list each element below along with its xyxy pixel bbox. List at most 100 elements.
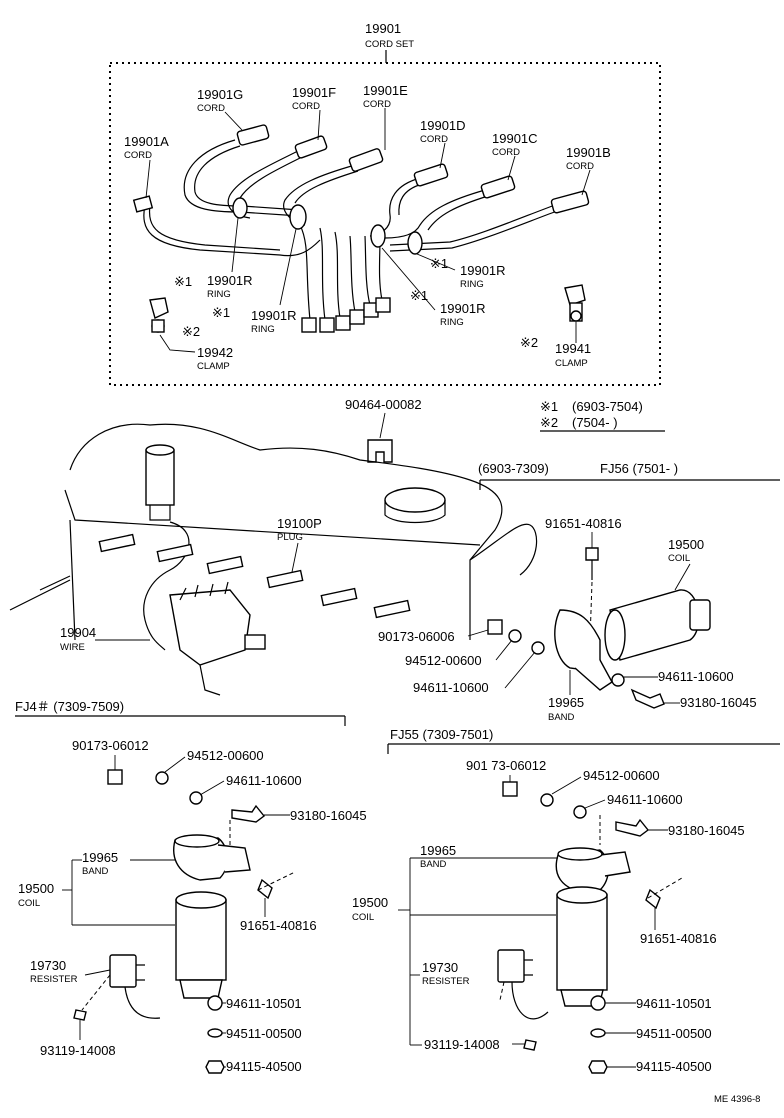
ring1-name: RING — [207, 289, 231, 300]
spark-plugs — [98, 533, 411, 619]
wire-name: WIRE — [60, 642, 85, 653]
fj55-washer: 94512-00600 — [583, 768, 660, 783]
fj55-washer2: 94611-10600 — [607, 792, 683, 807]
ring1-pn: 19901R — [207, 273, 253, 288]
plug-name: PLUG — [277, 532, 303, 543]
fj55-w-00500: 94511-00500 — [636, 1026, 712, 1041]
cord-a-name: CORD — [124, 150, 152, 161]
engine-section: 90464-00082 — [9, 397, 538, 696]
fj4-washer: 94512-00600 — [187, 748, 264, 763]
clamp-19942-drawing — [149, 297, 196, 353]
engine-block-drawing — [9, 423, 538, 696]
fj4-resister-pn: 19730 — [30, 958, 66, 973]
wire-pn: 19904 — [60, 625, 96, 640]
fj4-w-10501: 94611-10501 — [226, 996, 302, 1011]
fj56-washer2: 94611-10600 — [413, 680, 489, 695]
fj4-n-40500: 94115-40500 — [226, 1059, 302, 1074]
fj4-resister-name: RESISTER — [30, 974, 78, 985]
fj56-section: (6903-7309) FJ56 (7501- ) 91651-40816 19… — [378, 461, 780, 723]
cord-f-pn: 19901F — [292, 85, 336, 100]
legend-note2: (7504- ) — [572, 415, 618, 430]
fj55-screw: 93119-14008 — [424, 1037, 500, 1052]
fj56-coil-name: COIL — [668, 553, 690, 564]
ring2-mark: ※1 — [212, 305, 230, 320]
ring1-mark: ※1 — [174, 274, 192, 289]
ring3-name: RING — [460, 279, 484, 290]
fj56-band-pn: 19965 — [548, 695, 584, 710]
fj4-coil-drawing — [175, 891, 227, 999]
cord-b-pn: 19901B — [566, 145, 611, 160]
fj4-bolt2: 91651-40816 — [240, 918, 317, 933]
cord-set-section: 19901 CORD SET 19901G CORD 19901F CORD 1… — [109, 21, 661, 386]
cord-set-pn: 19901 — [365, 21, 401, 36]
clamp1-mark: ※2 — [182, 324, 200, 339]
grommet-pn: 90464-00082 — [345, 397, 422, 412]
fj56-band-name: BAND — [548, 712, 575, 723]
fj4-resister-drawing — [81, 954, 161, 1019]
cord-b-name: CORD — [566, 161, 594, 172]
cord-e-name: CORD — [363, 99, 391, 110]
fj4-band-name: BAND — [82, 866, 109, 877]
footer-code: ME 4396-8 — [714, 1094, 760, 1105]
cord-e-pn: 19901E — [363, 83, 408, 98]
cord-f-name: CORD — [292, 101, 320, 112]
cord-d-pn: 19901D — [420, 118, 466, 133]
ring3-pn: 19901R — [460, 263, 506, 278]
legend-note1: (6903-7504) — [572, 399, 643, 414]
clamp2-pn: 19941 — [555, 341, 591, 356]
fj55-band-name: BAND — [420, 859, 447, 870]
fj55-resister-pn: 19730 — [422, 960, 458, 975]
fj56-band-drawing — [554, 609, 613, 691]
fj55-coil-pn: 19500 — [352, 895, 388, 910]
fj4-title: FJ4＃ (7309-7509) — [15, 699, 124, 714]
fj55-coil-name: COIL — [352, 912, 374, 923]
clamp-19941-drawing — [564, 284, 586, 343]
ring2-pn: 19901R — [251, 308, 297, 323]
clamp2-mark: ※2 — [520, 335, 538, 350]
fj56-bolt: 93180-16045 — [680, 695, 757, 710]
fj56-washer: 94512-00600 — [405, 653, 482, 668]
fj55-coil-drawing — [556, 886, 608, 1007]
cord-c-pn: 19901C — [492, 131, 538, 146]
fj55-bolt: 93180-16045 — [668, 823, 745, 838]
fj4-band-pn: 19965 — [82, 850, 118, 865]
plug-pn: 19100P — [277, 516, 322, 531]
ring2-name: RING — [251, 324, 275, 335]
fj55-nut: 901 73-06012 — [466, 758, 546, 773]
legend-note2-mark: ※2 — [540, 415, 558, 430]
cord-d-name: CORD — [420, 134, 448, 145]
cord-wires — [132, 108, 591, 333]
ring4-name: RING — [440, 317, 464, 328]
cord-set-box — [109, 62, 661, 386]
fj4-section: FJ4＃ (7309-7509) 90173-06012 94512-00600… — [15, 699, 367, 1074]
fj4-nut: 90173-06012 — [72, 738, 149, 753]
fj4-w-00500: 94511-00500 — [226, 1026, 302, 1041]
cord-set-name: CORD SET — [365, 39, 414, 50]
cord-a-pn: 19901A — [124, 134, 169, 149]
fj56-coil-pn: 19500 — [668, 537, 704, 552]
fj4-screw: 93119-14008 — [40, 1043, 116, 1058]
fj56-range: (6903-7309) — [478, 461, 549, 476]
fj55-n-40500: 94115-40500 — [636, 1059, 712, 1074]
fj55-bolt2: 91651-40816 — [640, 931, 717, 946]
fj4-washer2: 94611-10600 — [226, 773, 302, 788]
fj55-title: FJ55 (7309-7501) — [390, 727, 493, 742]
fj55-band-pn: 19965 — [420, 843, 456, 858]
clamp2-name: CLAMP — [555, 358, 588, 369]
clamp1-pn: 19942 — [197, 345, 233, 360]
fj4-bolt: 93180-16045 — [290, 808, 367, 823]
legend-note1-mark: ※1 — [540, 399, 558, 414]
fj55-resister-name: RESISTER — [422, 976, 470, 987]
fj56-model: FJ56 (7501- ) — [600, 461, 678, 476]
fj56-washer3: 94611-10600 — [658, 669, 734, 684]
fj56-bolt-top: 91651-40816 — [545, 516, 622, 531]
fj55-section: FJ55 (7309-7501) 901 73-06012 94512-0060… — [352, 727, 780, 1074]
fj55-resister-drawing — [497, 949, 549, 1020]
fj56-nut: 90173-06006 — [378, 629, 455, 644]
fj4-coil-pn: 19500 — [18, 881, 54, 896]
cord-g-name: CORD — [197, 103, 225, 114]
fj4-coil-name: COIL — [18, 898, 40, 909]
fj4-band-drawing — [173, 834, 251, 881]
cord-g-pn: 19901G — [197, 87, 243, 102]
